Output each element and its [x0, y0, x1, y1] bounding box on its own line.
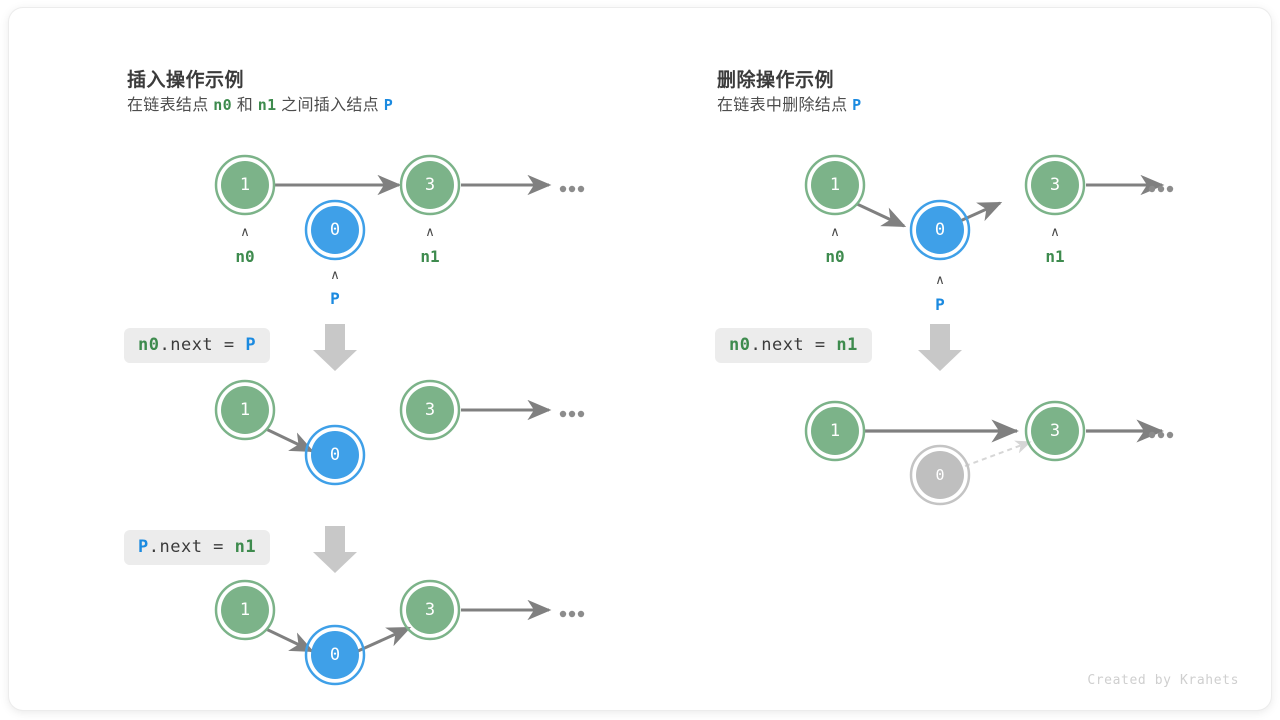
insert-step-3-down-arrow-icon — [313, 526, 357, 573]
edge-deleted-to-n1-dashed — [964, 440, 1032, 467]
code-var-1: n0 — [729, 335, 751, 355]
label-n1: n1 — [1045, 247, 1064, 266]
code-mid: .next = — [750, 335, 837, 355]
insert-subtitle-part1: 在链表结点 — [127, 97, 209, 114]
ellipsis-dot — [577, 410, 585, 418]
insert-step-1-node-3: 3 — [399, 154, 461, 216]
ellipsis-dot — [1157, 185, 1165, 193]
insert-step-1-node-0: 0 — [304, 199, 366, 261]
ellipsis-dot — [577, 185, 585, 193]
insert-step-2-code: n0.next = P — [124, 328, 271, 363]
insert-subtitle-part3: 之间插入结点 — [281, 97, 379, 114]
delete-title: 删除操作示例 — [717, 69, 835, 91]
edge-n0-to-p — [265, 627, 315, 653]
node-value: 3 — [425, 600, 435, 620]
node-value: 3 — [1050, 421, 1060, 441]
label-n0: n0 — [235, 247, 254, 266]
insert-step-3-node-0: 0 — [304, 624, 366, 686]
insert-step-2-node-3: 3 — [399, 379, 461, 441]
insert-step-1-diagram: 1 ∧ n0 0 ∧ P 3 ∧ n1 — [214, 154, 585, 308]
insert-subtitle: 在链表结点 n0 和 n1 之间插入结点 P — [127, 91, 393, 115]
delete-step-2-diagram: 1 0 3 — [804, 400, 1174, 506]
delete-step-1-diagram: 1 ∧ n0 0 ∧ P 3 ∧ n1 — [804, 154, 1174, 314]
diagram-card: 插入操作示例 在链表结点 n0 和 n1 之间插入结点 P — [9, 8, 1271, 710]
label-p: P — [330, 289, 340, 308]
ellipsis-dot — [559, 610, 567, 618]
panel-delete: 删除操作示例 在链表中删除结点 P 1 ∧ n0 — [649, 8, 1280, 710]
node-value: 0 — [330, 445, 340, 465]
delete-step-2-node-3: 3 — [1024, 400, 1086, 462]
ellipsis-dot — [1148, 185, 1156, 193]
delete-subtitle: 在链表中删除结点 P — [717, 91, 862, 115]
code-mid: .next = — [148, 537, 235, 557]
label-p: P — [935, 295, 945, 314]
delete-step-2-node-0-deleted: 0 — [909, 444, 971, 506]
node-value: 0 — [330, 645, 340, 665]
ellipsis-dot — [559, 410, 567, 418]
node-value: 3 — [425, 175, 435, 195]
node-value: 1 — [240, 600, 250, 620]
insert-step-3-node-3: 3 — [399, 579, 461, 641]
delete-step-2-code: n0.next = n1 — [715, 328, 872, 363]
edge-n0-to-p — [265, 427, 315, 453]
edge-p-to-n1 — [357, 626, 412, 653]
caret-n0: ∧ — [240, 225, 250, 240]
insert-step-3-diagram: 1 0 3 — [214, 579, 585, 686]
delete-step-2-down-arrow-icon — [918, 324, 962, 371]
delete-subtitle-code-p: P — [852, 96, 862, 114]
node-value: 3 — [425, 400, 435, 420]
label-n1: n1 — [420, 247, 439, 266]
code-var-1: P — [138, 537, 149, 557]
ellipsis-dot — [568, 185, 576, 193]
code-mid: .next = — [159, 335, 246, 355]
node-value: 3 — [1050, 175, 1060, 195]
insert-subtitle-part2: 和 — [236, 97, 253, 114]
node-value: 1 — [240, 400, 250, 420]
node-value: 1 — [830, 175, 840, 195]
node-value: 1 — [240, 175, 250, 195]
delete-step-2-node-1: 1 — [804, 400, 866, 462]
caret-p: ∧ — [935, 273, 945, 288]
label-n0: n0 — [825, 247, 844, 266]
node-value: 0 — [935, 220, 945, 240]
delete-step-1-node-1: 1 — [804, 154, 866, 216]
insert-step-2-down-arrow-icon — [313, 324, 357, 371]
insert-subtitle-code-p: P — [383, 96, 394, 114]
code-var-2: n1 — [234, 537, 257, 557]
delete-step-1-node-3: 3 — [1024, 154, 1086, 216]
code-var-2: P — [245, 335, 257, 355]
insert-step-2-diagram: 1 0 3 — [214, 379, 585, 486]
ellipsis-dot — [1148, 431, 1156, 439]
node-value: 0 — [935, 466, 944, 484]
ellipsis-dot — [568, 610, 576, 618]
insert-title: 插入操作示例 — [127, 69, 245, 91]
insert-step-2-node-0: 0 — [304, 424, 366, 486]
insert-step-1-node-1: 1 — [214, 154, 276, 216]
code-var-2: n1 — [836, 335, 858, 355]
node-value: 1 — [830, 421, 840, 441]
insert-step-3-code: P.next = n1 — [124, 530, 271, 565]
delete-step-1-node-0: 0 — [909, 199, 971, 261]
insert-subtitle-code-n0: n0 — [213, 96, 232, 114]
ellipsis-dot — [568, 410, 576, 418]
code-var-1: n0 — [138, 335, 160, 355]
ellipsis-dot — [559, 185, 567, 193]
caret-p: ∧ — [330, 268, 340, 283]
caret-n0: ∧ — [830, 225, 840, 240]
ellipsis-dot — [1157, 431, 1165, 439]
node-value: 0 — [330, 220, 340, 240]
ellipsis-dot — [1166, 431, 1174, 439]
caret-n1: ∧ — [425, 225, 435, 240]
insert-step-2-node-1: 1 — [214, 379, 276, 441]
edge-n0-to-p — [856, 202, 907, 228]
insert-subtitle-code-n1: n1 — [257, 96, 277, 114]
ellipsis-dot — [1166, 185, 1174, 193]
delete-subtitle-part1: 在链表中删除结点 — [717, 97, 848, 114]
ellipsis-dot — [577, 610, 585, 618]
caret-n1: ∧ — [1050, 225, 1060, 240]
panel-insert: 插入操作示例 在链表结点 n0 和 n1 之间插入结点 P — [9, 8, 649, 710]
credit-text: Created by Krahets — [1087, 673, 1239, 688]
insert-step-3-node-1: 1 — [214, 579, 276, 641]
